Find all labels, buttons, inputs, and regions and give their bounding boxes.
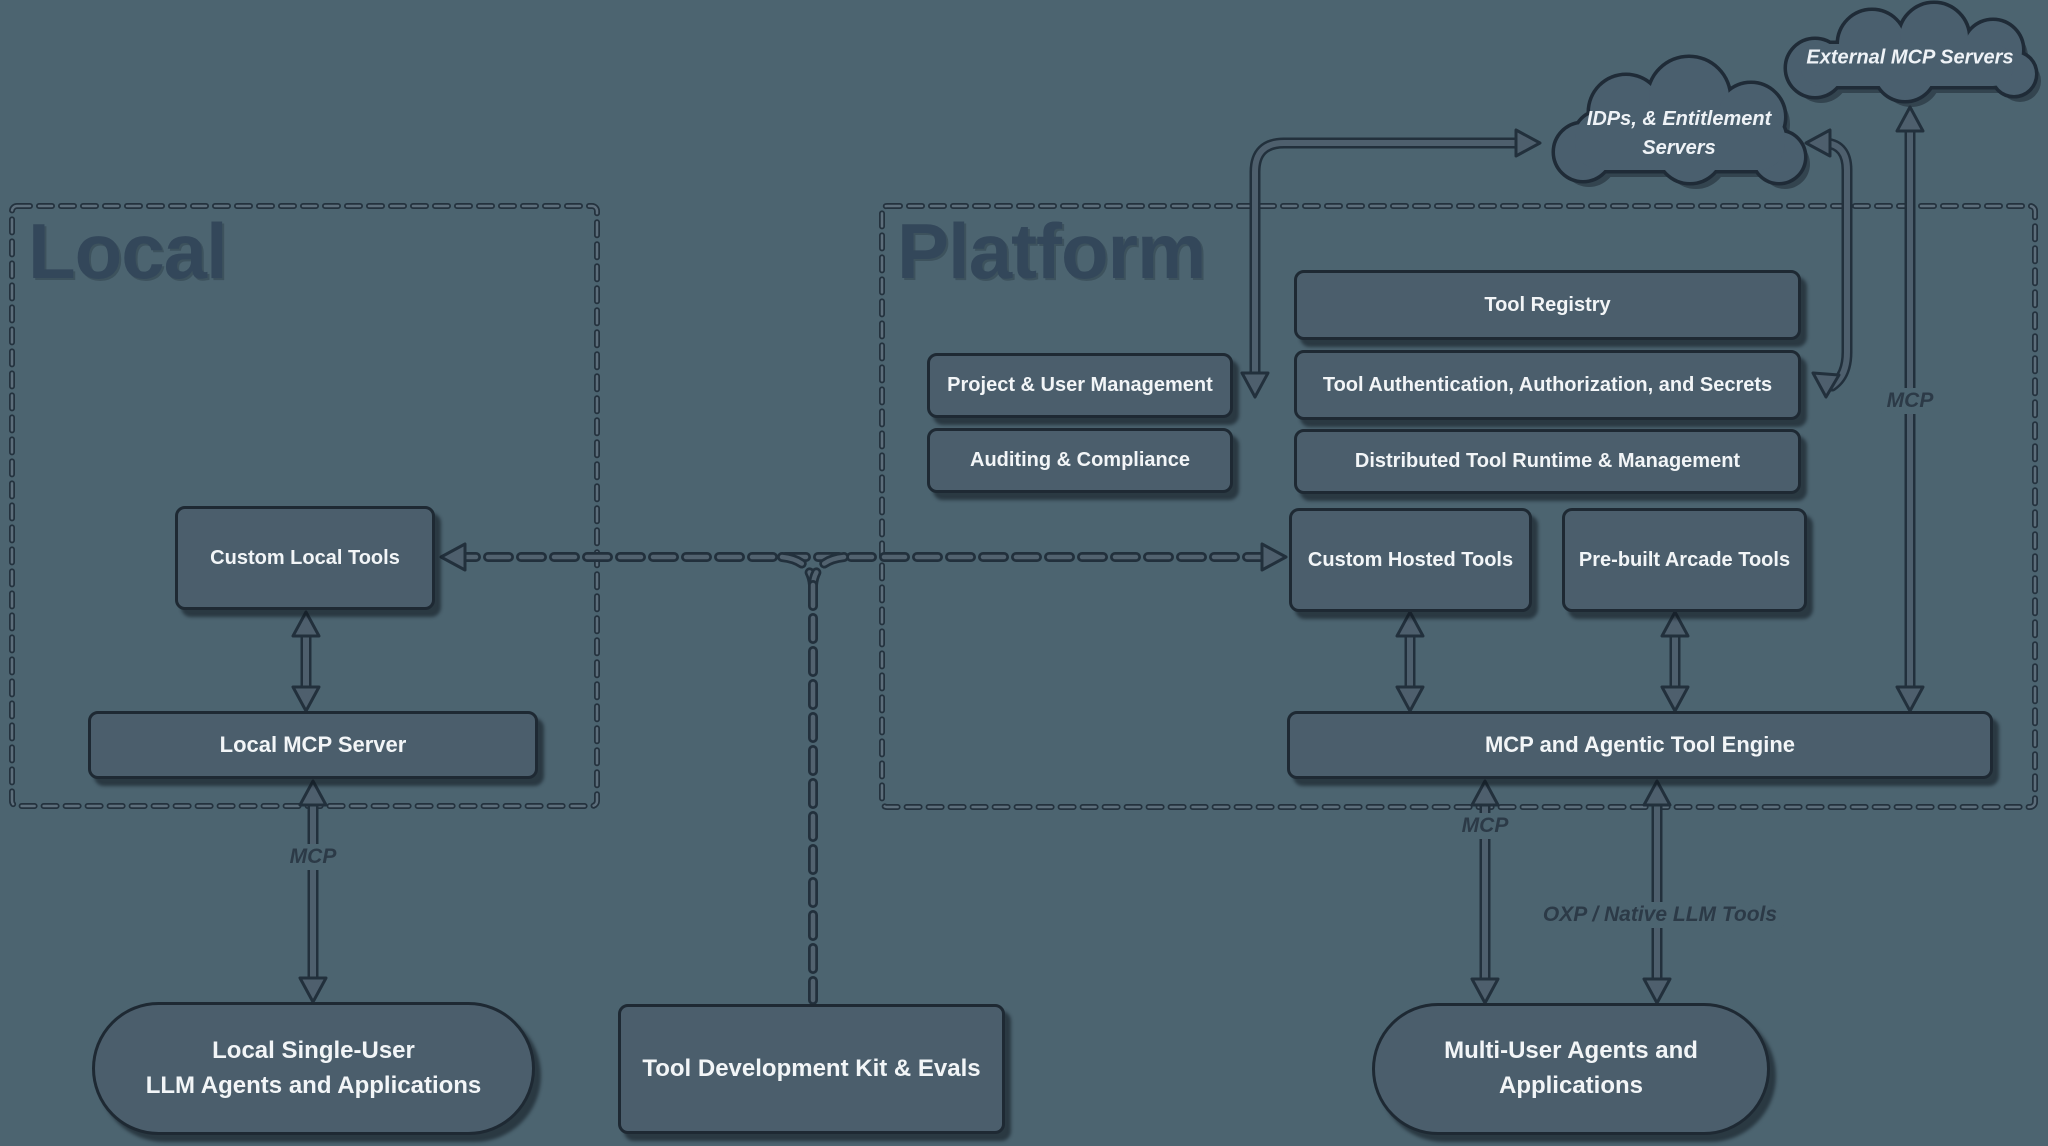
node-label: MCP and Agentic Tool Engine <box>1484 732 1796 758</box>
platform-container-border <box>879 203 2038 810</box>
node-label: Project & User Management <box>947 374 1213 396</box>
platform-container-title: Platform <box>897 207 1206 295</box>
node-label-line2: LLM Agents and Applications <box>145 1071 482 1099</box>
dashed-tools-connector <box>439 542 1288 1005</box>
node-tool-authentication: Tool Authentication, Authorization, and … <box>1294 350 1801 420</box>
node-project-user-management: Project & User Management <box>927 353 1233 418</box>
edge-label-oxp-native-llm-tools: OXP / Native LLM Tools <box>1535 902 1785 928</box>
node-distributed-tool-runtime: Distributed Tool Runtime & Management <box>1294 429 1801 494</box>
node-auditing-compliance: Auditing & Compliance <box>927 428 1233 493</box>
node-prebuilt-arcade-tools: Pre-built Arcade Tools <box>1562 508 1807 612</box>
node-local-mcp-server: Local MCP Server <box>88 711 538 779</box>
node-tool-registry: Tool Registry <box>1294 270 1801 340</box>
node-label-line2: Applications <box>1498 1072 1643 1099</box>
edge-label-mcp-external: MCP <box>1879 388 1941 414</box>
idps-cloud-label-line2: Servers <box>1642 137 1716 159</box>
arrow-custom-hosted-to-engine <box>1395 610 1425 713</box>
node-custom-local-tools: Custom Local Tools <box>175 506 435 610</box>
node-label: Auditing & Compliance <box>970 449 1190 471</box>
node-label: Tool Development Kit & Evals <box>642 1054 981 1082</box>
node-label: Local MCP Server <box>219 732 407 758</box>
arrow-tool-auth-to-idps <box>1804 128 1853 399</box>
node-local-single-user-agents: Local Single-User LLM Agents and Applica… <box>92 1002 535 1135</box>
node-label: Pre-built Arcade Tools <box>1578 548 1791 571</box>
node-multi-user-agents: Multi-User Agents and Applications <box>1372 1003 1770 1135</box>
edge-label-mcp-engine: MCP <box>1454 813 1516 839</box>
idps-cloud-label-line1: IDPs, & Entitlement <box>1586 108 1772 130</box>
node-custom-hosted-tools: Custom Hosted Tools <box>1289 508 1532 612</box>
external-mcp-cloud-label: External MCP Servers <box>1806 46 2014 69</box>
node-label-line1: Local Single-User <box>212 1036 415 1064</box>
arrow-project-mgmt-to-idps <box>1240 128 1542 399</box>
node-tool-development-kit: Tool Development Kit & Evals <box>618 1004 1005 1134</box>
node-mcp-agentic-tool-engine: MCP and Agentic Tool Engine <box>1287 711 1993 779</box>
arrow-custom-local-to-local-mcp <box>291 610 321 713</box>
node-label: Tool Authentication, Authorization, and … <box>1322 373 1773 396</box>
local-container-title: Local <box>28 207 228 295</box>
arrow-prebuilt-to-engine <box>1660 610 1690 713</box>
node-label-line1: Multi-User Agents and <box>1444 1037 1698 1065</box>
edge-label-mcp-local: MCP <box>282 844 344 870</box>
node-label: Custom Local Tools <box>210 546 400 569</box>
arrow-local-mcp-to-local-agents <box>298 779 328 1004</box>
node-label: Custom Hosted Tools <box>1307 548 1514 571</box>
arrow-engine-to-multiuser-oxp <box>1642 779 1672 1005</box>
node-label: Tool Registry <box>1484 293 1611 316</box>
idps-cloud-label: IDPs, & Entitlement Servers <box>1587 105 1771 163</box>
node-label: Distributed Tool Runtime & Management <box>1354 450 1741 472</box>
